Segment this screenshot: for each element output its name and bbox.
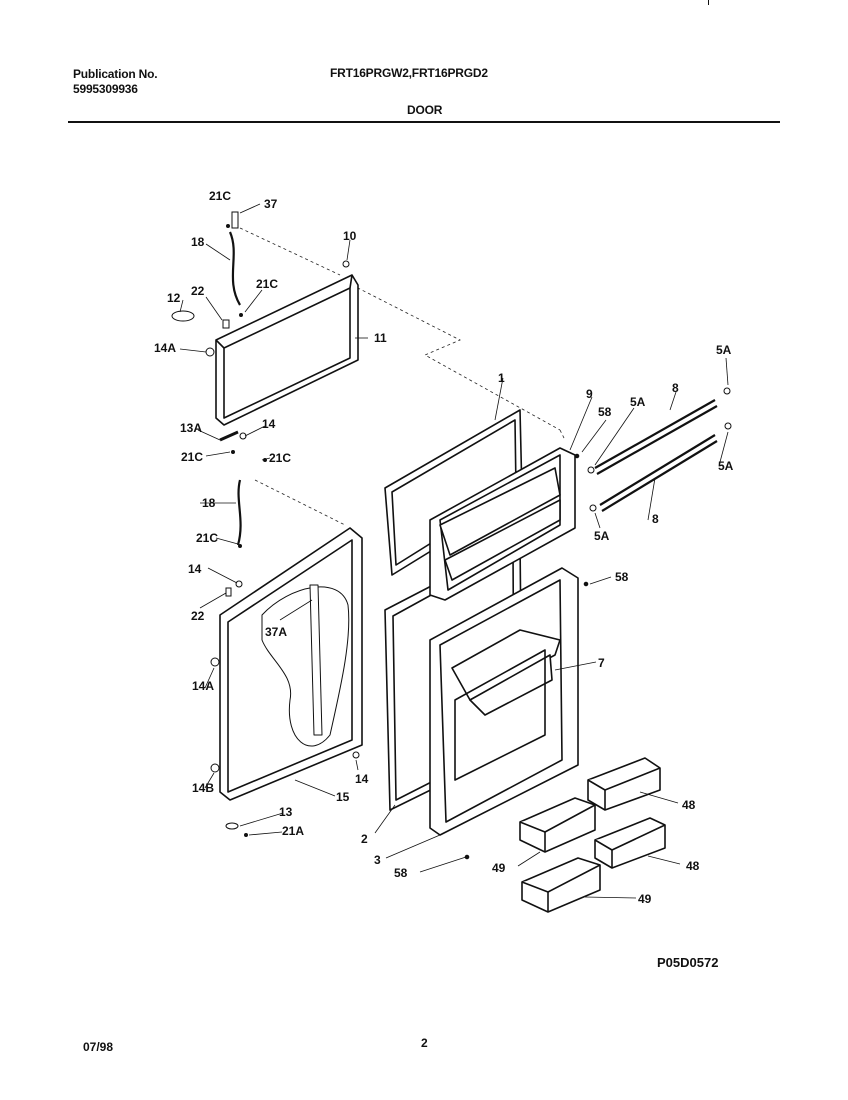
callout-14: 14 [188, 562, 202, 576]
publication-label: Publication No. [73, 67, 158, 81]
callout-1: 1 [498, 371, 505, 385]
callout-21c: 21C [269, 451, 291, 465]
callout-18: 18 [202, 496, 216, 510]
callout-7: 7 [598, 656, 605, 670]
callout-48: 48 [682, 798, 696, 812]
callout-21a: 21A [282, 824, 304, 838]
callout-5a: 5A [630, 395, 646, 409]
callout-5a: 5A [718, 459, 734, 473]
hardware-parts [171, 211, 732, 860]
callout-14: 14 [262, 417, 276, 431]
callout-9: 9 [586, 387, 593, 401]
callout-2: 2 [361, 832, 368, 846]
callout-14: 14 [355, 772, 369, 786]
callout-18: 18 [191, 235, 205, 249]
callout-21c: 21C [256, 277, 278, 291]
callout-58: 58 [394, 866, 408, 880]
callout-58: 58 [598, 405, 612, 419]
callout-labels: 21C 37 18 10 21C 12 22 11 14A 1 9 58 5A … [154, 189, 734, 906]
door-bins [519, 757, 666, 913]
callout-48: 48 [686, 859, 700, 873]
callout-12: 12 [167, 291, 181, 305]
callout-21c: 21C [209, 189, 231, 203]
freezer-door-liner [215, 274, 359, 426]
callout-8: 8 [672, 381, 679, 395]
callout-37a: 37A [265, 625, 287, 639]
callout-58: 58 [615, 570, 629, 584]
callout-21c: 21C [196, 531, 218, 545]
publication-number: 5995309936 [73, 82, 138, 96]
callout-10: 10 [343, 229, 357, 243]
revision-date: 07/98 [83, 1040, 114, 1054]
corner-tick-mark [708, 0, 709, 5]
header-rule [68, 121, 780, 123]
callout-22: 22 [191, 609, 205, 623]
freezer-inner-door-panel [429, 447, 576, 601]
callout-14a: 14A [192, 679, 214, 693]
callout-49: 49 [638, 892, 652, 906]
callout-8: 8 [652, 512, 659, 526]
section-title: DOOR [407, 103, 443, 117]
callout-49: 49 [492, 861, 506, 875]
callout-15: 15 [336, 790, 350, 804]
drawing-code: P05D0572 [657, 955, 719, 970]
leader-lines [179, 203, 729, 899]
callout-37: 37 [264, 197, 278, 211]
callout-3: 3 [374, 853, 381, 867]
page-number: 2 [421, 1036, 428, 1050]
fresh-food-door-liner [219, 527, 363, 801]
model-numbers: FRT16PRGW2,FRT16PRGD2 [330, 66, 488, 80]
callout-13: 13 [279, 805, 293, 819]
callout-22: 22 [191, 284, 205, 298]
door-rails [594, 399, 718, 512]
dashed-guide-lines [239, 227, 566, 526]
callout-13a: 13A [180, 421, 202, 435]
callout-14b: 14B [192, 781, 214, 795]
callout-11: 11 [374, 331, 387, 345]
callout-5a: 5A [594, 529, 610, 543]
callout-5a: 5A [716, 343, 732, 357]
fresh-food-inner-door-panel [429, 567, 579, 836]
callout-14a: 14A [154, 341, 176, 355]
callout-21c: 21C [181, 450, 203, 464]
